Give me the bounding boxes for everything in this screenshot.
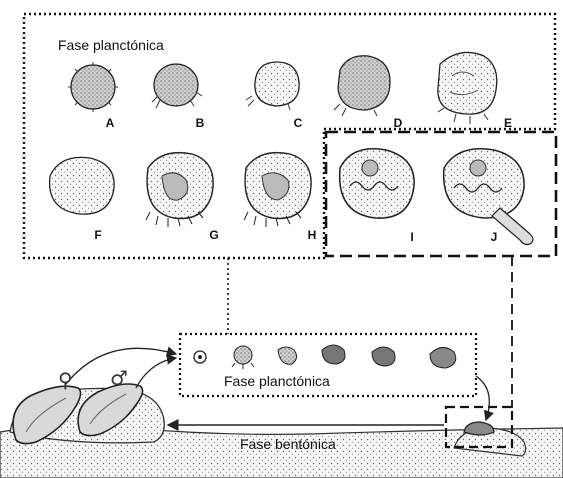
larva-c bbox=[246, 62, 299, 110]
middle-larva-sequence bbox=[194, 345, 456, 369]
larva-a bbox=[68, 62, 118, 112]
male-symbol: ♂ bbox=[110, 366, 128, 390]
larva-label-b: B bbox=[192, 116, 208, 130]
bottom-phase-label: Fase bentónica bbox=[240, 436, 336, 452]
larva-f bbox=[50, 157, 115, 214]
larva-h bbox=[244, 153, 311, 227]
larva-label-c: C bbox=[290, 116, 306, 130]
larva-label-a: A bbox=[102, 116, 118, 130]
larva-label-g: G bbox=[206, 228, 222, 242]
larva-e bbox=[438, 52, 497, 124]
larva-label-d: D bbox=[390, 116, 406, 130]
larva-label-j: J bbox=[486, 230, 502, 244]
larva-d bbox=[334, 56, 390, 116]
middle-phase-label: Fase planctónica bbox=[224, 373, 330, 389]
settled-juvenile bbox=[464, 422, 494, 435]
larva-label-i: I bbox=[404, 230, 420, 244]
spawning-arrow-male bbox=[136, 358, 176, 388]
larva-i bbox=[340, 149, 414, 218]
larva-g bbox=[146, 153, 213, 227]
larva-label-f: F bbox=[90, 228, 106, 242]
larva-label-h: H bbox=[304, 228, 320, 242]
larva-b bbox=[152, 64, 202, 108]
larva-label-e: E bbox=[500, 116, 516, 130]
top-phase-label: Fase planctónica bbox=[58, 37, 164, 53]
settlement-arrow bbox=[476, 376, 489, 420]
female-symbol: ♀ bbox=[58, 368, 73, 392]
